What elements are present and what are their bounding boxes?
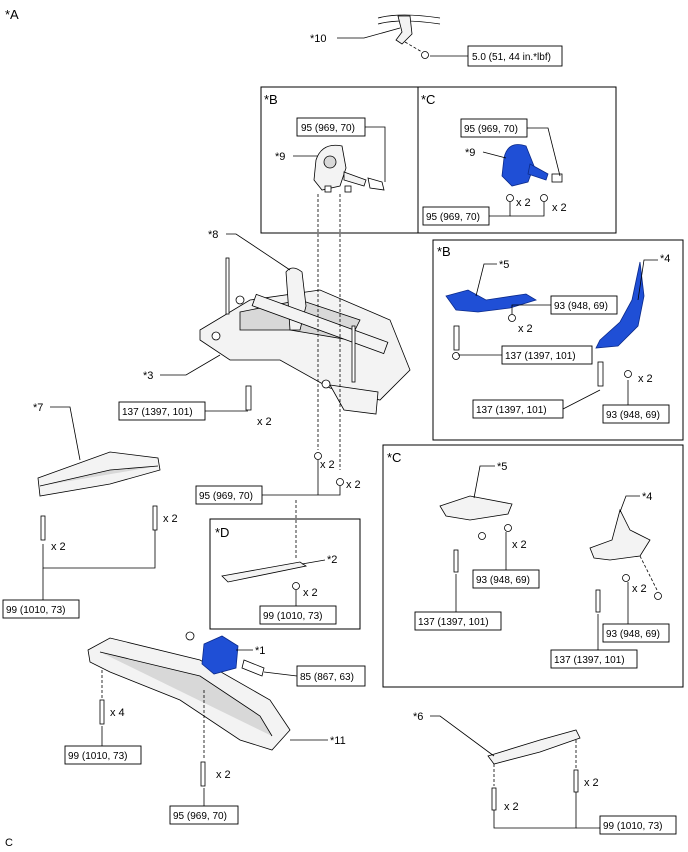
- svg-text:93 (948, 69): 93 (948, 69): [476, 575, 530, 586]
- torque-box-c-top-2: 95 (969, 70): [422, 206, 490, 226]
- corner-code: C: [5, 837, 13, 849]
- svg-text:95 (969, 70): 95 (969, 70): [464, 124, 518, 135]
- panel-b-top-label: *B: [264, 92, 278, 107]
- torque-box-br-2: 137 (1397, 101): [501, 345, 593, 365]
- svg-text:137 (1397, 101): 137 (1397, 101): [476, 405, 547, 416]
- panel-c-right-frame: [382, 444, 684, 688]
- mult-11-a: x 4: [110, 707, 125, 719]
- callout-4-b: *4: [660, 253, 670, 265]
- torque-box-1: 85 (867, 63): [296, 665, 366, 687]
- svg-text:95 (969, 70): 95 (969, 70): [426, 212, 480, 223]
- svg-text:93 (948, 69): 93 (948, 69): [606, 410, 660, 421]
- panel-c-right-label: *C: [387, 450, 401, 465]
- svg-text:95 (969, 70): 95 (969, 70): [301, 123, 355, 134]
- part-10-bracket: [377, 14, 441, 59]
- torque-box-b-top: 95 (969, 70): [296, 117, 366, 137]
- callout-11: *11: [330, 735, 346, 747]
- part-9-b-bracket: [313, 144, 385, 193]
- part-2-brace: [221, 561, 308, 590]
- svg-text:93 (948, 69): 93 (948, 69): [554, 301, 608, 312]
- torque-box-11-b: 95 (969, 70): [169, 805, 239, 825]
- svg-text:95 (969, 70): 95 (969, 70): [173, 811, 227, 822]
- callout-9-c: *9: [465, 147, 475, 159]
- callout-5-b: *5: [499, 259, 509, 271]
- mult-br-1: x 2: [518, 323, 533, 335]
- callout-9-b: *9: [275, 151, 285, 163]
- torque-box-br-3: 137 (1397, 101): [472, 399, 564, 419]
- svg-text:5.0 (51, 44 in.*lbf): 5.0 (51, 44 in.*lbf): [472, 52, 551, 63]
- panel-c-top-label: *C: [421, 92, 435, 107]
- svg-text:99 (1010, 73): 99 (1010, 73): [6, 605, 66, 616]
- torque-box-3: 137 (1397, 101): [118, 401, 206, 421]
- svg-text:95 (969, 70): 95 (969, 70): [199, 491, 253, 502]
- callout-8: *8: [208, 229, 218, 241]
- callout-3: *3: [143, 370, 153, 382]
- part-7-brace: [37, 451, 161, 541]
- mult-br-2: x 2: [638, 373, 653, 385]
- callout-4-c: *4: [642, 491, 652, 503]
- svg-text:93 (948, 69): 93 (948, 69): [606, 629, 660, 640]
- mult-11-b: x 2: [216, 769, 231, 781]
- torque-box-cr-2: 137 (1397, 101): [414, 611, 502, 631]
- svg-text:137 (1397, 101): 137 (1397, 101): [505, 351, 576, 362]
- torque-box-11-a: 99 (1010, 73): [64, 745, 142, 765]
- torque-box-cr-1: 93 (948, 69): [472, 569, 540, 589]
- mult-7-b: x 2: [163, 513, 178, 525]
- view-label: *A: [5, 7, 19, 22]
- mult-7-a: x 2: [51, 541, 66, 553]
- svg-text:137 (1397, 101): 137 (1397, 101): [122, 407, 193, 418]
- torque-box-d: 99 (1010, 73): [259, 605, 337, 625]
- mult-mid-1: x 2: [320, 459, 335, 471]
- part-4-b-arm: [595, 261, 645, 387]
- part-5-b-arm: [445, 289, 537, 360]
- part-9-c-bracket: [501, 144, 563, 202]
- callout-6: *6: [413, 711, 423, 723]
- panel-b-right-frame: [432, 239, 684, 441]
- part-1-mount: [185, 631, 265, 677]
- svg-text:137 (1397, 101): 137 (1397, 101): [554, 655, 625, 666]
- part-4-c-arm: [589, 508, 662, 613]
- mult-cr-2: x 2: [632, 583, 647, 595]
- svg-text:85 (867, 63): 85 (867, 63): [300, 672, 354, 683]
- svg-text:99 (1010, 73): 99 (1010, 73): [263, 611, 323, 622]
- panel-d-label: *D: [215, 525, 229, 540]
- mult-d: x 2: [303, 587, 318, 599]
- svg-text:99 (1010, 73): 99 (1010, 73): [603, 821, 663, 832]
- mult-c-top-1: x 2: [516, 197, 531, 209]
- torque-box-cr-3: 93 (948, 69): [602, 623, 670, 643]
- callout-2: *2: [327, 554, 337, 566]
- torque-box-95-mid: 95 (969, 70): [195, 485, 263, 505]
- part-8-steering-gear: [225, 257, 389, 383]
- callout-7: *7: [33, 402, 43, 414]
- torque-box-br-4: 93 (948, 69): [602, 404, 670, 424]
- part-5-c-arm: [439, 495, 513, 573]
- mult-cr-1: x 2: [512, 539, 527, 551]
- svg-text:137 (1397, 101): 137 (1397, 101): [418, 617, 489, 628]
- torque-box-6: 99 (1010, 73): [599, 815, 677, 835]
- torque-box-7: 99 (1010, 73): [2, 599, 80, 619]
- mult-6-a: x 2: [504, 801, 519, 813]
- mult-mid-2: x 2: [346, 479, 361, 491]
- panel-b-right-label: *B: [437, 244, 451, 259]
- svg-text:99 (1010, 73): 99 (1010, 73): [68, 751, 128, 762]
- torque-box-cr-4: 137 (1397, 101): [550, 649, 638, 669]
- torque-box-10: 5.0 (51, 44 in.*lbf): [467, 45, 563, 67]
- callout-1: *1: [255, 645, 265, 657]
- part-11-crossmember: [87, 637, 291, 787]
- panel-bc-top-frame: [260, 86, 617, 234]
- mult-3: x 2: [257, 416, 272, 428]
- torque-box-br-1: 93 (948, 69): [550, 295, 618, 315]
- torque-box-c-top-1: 95 (969, 70): [460, 118, 528, 138]
- callout-10: *10: [310, 33, 327, 45]
- part-6-brace: [487, 729, 581, 811]
- mult-6-b: x 2: [584, 777, 599, 789]
- mult-c-top-2: x 2: [552, 202, 567, 214]
- panel-d-frame: [209, 518, 361, 630]
- callout-5-c: *5: [497, 461, 507, 473]
